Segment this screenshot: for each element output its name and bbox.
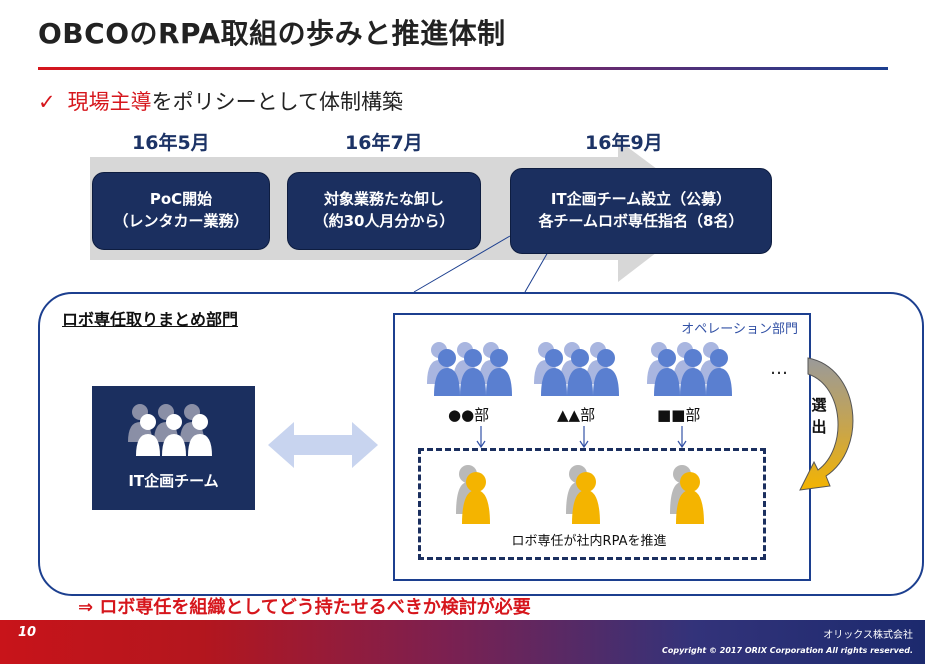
stage-inventory-line1: 対象業務たな卸し (323, 190, 444, 209)
person-group-icon (128, 404, 212, 456)
conclusion-text: ⇒ ロボ専任を組織としてどう持たせるべきか検討が必要 (78, 597, 531, 618)
policy-text: をポリシーとして体制構築 (151, 90, 403, 114)
stage-poc: PoC開始 （レンタカー業務） (92, 172, 270, 250)
stage-poc-line2: （レンタカー業務） (113, 212, 249, 230)
title-divider (38, 67, 888, 70)
selection-label: 選出 (811, 396, 827, 436)
it-team-label: IT企画チーム (128, 472, 219, 490)
stage-inventory-line2: （約30人月分から） (313, 212, 455, 230)
robo-specialists-caption: ロボ専任が社内RPAを推進 (511, 534, 667, 549)
operations-label: オペレーション部門 (681, 322, 798, 337)
double-arrow-icon (268, 422, 378, 468)
callout-line-right (524, 251, 549, 293)
more-departments: … (770, 358, 790, 379)
down-arrow-icon (476, 426, 687, 449)
person-icon (670, 465, 704, 524)
dept-label-1: ●●部 (448, 406, 490, 424)
callout-line-left (413, 235, 511, 293)
timeline-month-1: 16年5月 (132, 132, 210, 154)
curved-arrow-icon (799, 357, 854, 491)
copyright-text: Copyright © 2017 ORIX Corporation All ri… (661, 646, 913, 655)
stage-inventory: 対象業務たな卸し （約30人月分から） (287, 172, 481, 250)
dept-label-3: ■■部 (657, 406, 701, 424)
company-name: オリックス株式会社 (823, 630, 913, 641)
stage-it-team: IT企画チーム設立（公募） 各チームロボ専任指名（8名） (510, 168, 772, 254)
robo-specialists-icons (456, 465, 704, 524)
stage-it-team-line2: 各チームロボ専任指名（8名） (538, 212, 744, 230)
dept1-person-group-icon (427, 342, 512, 396)
dept3-person-group-icon (647, 342, 732, 396)
policy-bullet: ✓ 現場主導をポリシーとして体制構築 (38, 86, 403, 116)
timeline-month-3: 16年9月 (585, 132, 663, 154)
dept2-person-group-icon (534, 342, 619, 396)
robo-specialists-box (418, 448, 766, 560)
footer-bar (0, 620, 925, 664)
person-icon (566, 465, 600, 524)
page-number: 10 (18, 625, 37, 640)
stage-poc-line1: PoC開始 (149, 190, 213, 209)
page-title: OBCOのRPA取組の歩みと推進体制 (38, 17, 506, 50)
person-icon (456, 465, 490, 524)
dept-label-2: ▲▲部 (557, 406, 596, 424)
check-icon: ✓ (38, 90, 56, 114)
policy-highlight: 現場主導 (67, 90, 152, 114)
organization-title: ロボ専任取りまとめ部門 (62, 310, 239, 329)
timeline-month-2: 16年7月 (345, 132, 423, 154)
stage-it-team-line1: IT企画チーム設立（公募） (550, 190, 732, 209)
